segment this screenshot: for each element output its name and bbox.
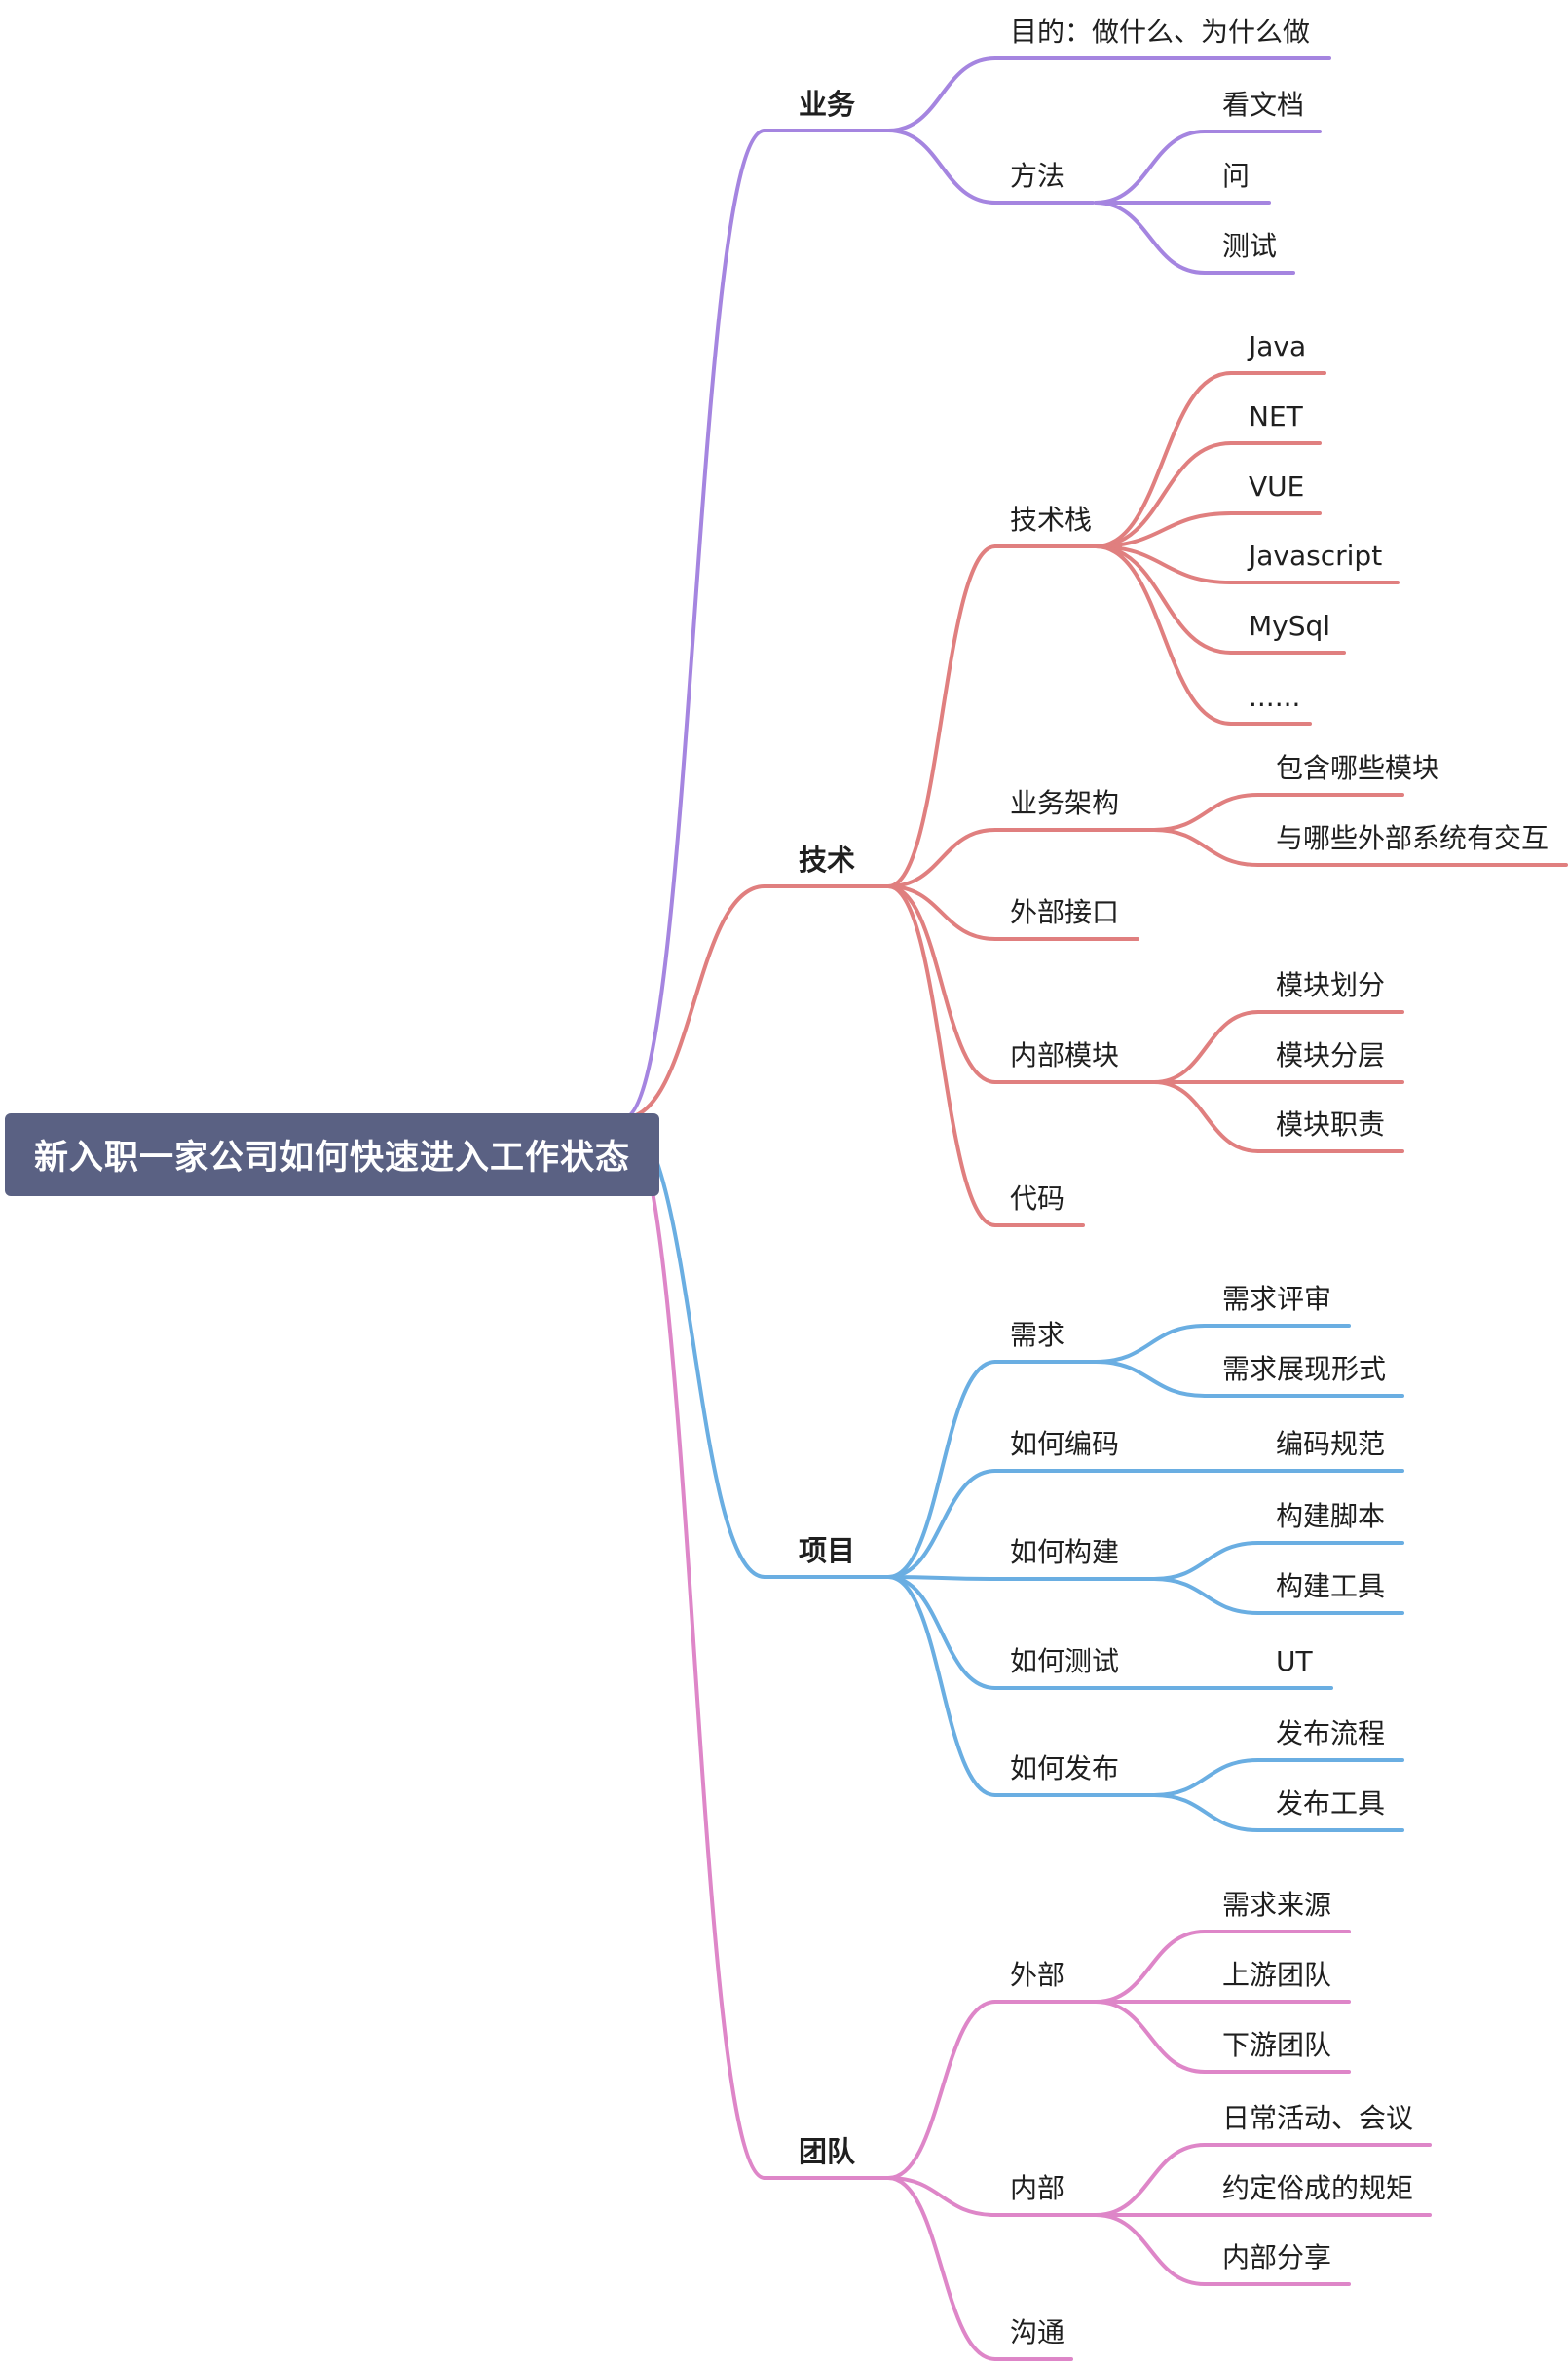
topic-node-1-3[interactable]: 内部模块 — [1010, 1039, 1120, 1071]
connector-topic-1-3-to-leaf-0 — [1152, 1010, 1260, 1084]
topic-node-1-1[interactable]: 业务架构 — [1010, 787, 1120, 819]
leaf-node-3-0-2[interactable]: 下游团队 — [1222, 2029, 1332, 2061]
connector-root-to-branch-3 — [621, 1116, 766, 2180]
topic-node-3-0[interactable]: 外部 — [1010, 1959, 1065, 1991]
connector-topic-1-3-to-leaf-2 — [1152, 1080, 1260, 1153]
connector-branch-1-to-topic-4 — [886, 884, 997, 1227]
connector-branch-2-to-topic-0 — [886, 1360, 997, 1579]
leaf-node-0-1-0[interactable]: 看文档 — [1222, 89, 1305, 121]
leaf-node-1-3-1[interactable]: 模块分层 — [1276, 1039, 1386, 1071]
connector-branch-2-to-topic-2 — [886, 1575, 997, 1581]
connector-branch-3-to-topic-0 — [886, 2000, 997, 2180]
leaf-node-2-4-1[interactable]: 发布工具 — [1276, 1787, 1386, 1820]
connector-branch-1-to-topic-3 — [886, 884, 997, 1084]
connector-topic-3-1-to-leaf-2 — [1094, 2213, 1207, 2286]
connector-topic-0-1-to-leaf-2 — [1094, 201, 1207, 275]
leaf-node-1-3-0[interactable]: 模块划分 — [1276, 969, 1386, 1001]
connector-branch-1-to-topic-0 — [886, 544, 997, 888]
connector-branch-2-to-topic-3 — [886, 1575, 997, 1690]
leaf-node-0-1-1[interactable]: 问 — [1222, 160, 1251, 192]
branch-node-0[interactable]: 业务 — [799, 88, 856, 121]
leaf-node-3-1-2[interactable]: 内部分享 — [1222, 2241, 1332, 2273]
leaf-node-3-1-1[interactable]: 约定俗成的规矩 — [1222, 2172, 1414, 2204]
branch-node-3[interactable]: 团队 — [799, 2135, 856, 2168]
leaf-node-1-0-4[interactable]: MySql — [1249, 610, 1331, 642]
leaf-node-1-3-2[interactable]: 模块职责 — [1276, 1108, 1386, 1141]
connector-topic-1-0-to-leaf-2 — [1094, 511, 1233, 548]
leaf-node-2-4-0[interactable]: 发布流程 — [1276, 1717, 1386, 1749]
connector-topic-3-0-to-leaf-0 — [1094, 1930, 1207, 2004]
leaf-node-2-3-0[interactable]: UT — [1276, 1645, 1313, 1677]
leaf-node-3-0-0[interactable]: 需求来源 — [1222, 1889, 1332, 1921]
connector-topic-2-2-to-leaf-0 — [1152, 1541, 1260, 1581]
connector-topic-3-0-to-leaf-2 — [1094, 2000, 1207, 2074]
leaf-node-2-0-0[interactable]: 需求评审 — [1222, 1283, 1332, 1315]
connector-branch-1-to-topic-2 — [886, 884, 997, 941]
branch-node-2[interactable]: 项目 — [799, 1534, 856, 1567]
topic-node-2-3[interactable]: 如何测试 — [1010, 1645, 1120, 1677]
connector-topic-1-1-to-leaf-1 — [1152, 828, 1260, 867]
topic-node-0-0[interactable]: 目的：做什么、为什么做 — [1010, 16, 1311, 48]
connector-branch-2-to-topic-1 — [886, 1469, 997, 1579]
connector-topic-2-0-to-leaf-1 — [1094, 1360, 1207, 1398]
connector-branch-1-to-topic-1 — [886, 828, 997, 888]
branch-node-1[interactable]: 技术 — [799, 844, 856, 877]
leaf-node-1-1-1[interactable]: 与哪些外部系统有交互 — [1276, 822, 1549, 854]
topic-node-0-1[interactable]: 方法 — [1010, 160, 1065, 192]
connector-topic-2-4-to-leaf-1 — [1152, 1793, 1260, 1832]
connector-topic-1-0-to-leaf-0 — [1094, 371, 1233, 548]
connector-branch-2-to-topic-4 — [886, 1575, 997, 1797]
topic-node-3-2[interactable]: 沟通 — [1010, 2316, 1065, 2348]
leaf-node-1-0-2[interactable]: VUE — [1249, 470, 1305, 503]
connector-topic-1-0-to-leaf-5 — [1094, 544, 1233, 726]
connector-root-to-branch-1 — [621, 884, 766, 1120]
connector-topic-0-1-to-leaf-0 — [1094, 130, 1207, 205]
topic-node-3-1[interactable]: 内部 — [1010, 2172, 1065, 2204]
topic-node-1-0[interactable]: 技术栈 — [1010, 504, 1093, 536]
connector-topic-1-0-to-leaf-4 — [1094, 544, 1233, 655]
leaf-node-1-0-1[interactable]: NET — [1249, 400, 1303, 432]
connector-topic-1-0-to-leaf-1 — [1094, 441, 1233, 548]
connector-branch-0-to-topic-1 — [886, 129, 997, 205]
leaf-node-1-0-5[interactable]: ...... — [1249, 681, 1301, 713]
topic-node-1-4[interactable]: 代码 — [1010, 1182, 1065, 1215]
leaf-node-3-1-0[interactable]: 日常活动、会议 — [1222, 2102, 1414, 2134]
leaf-node-1-0-3[interactable]: Javascript — [1249, 540, 1383, 572]
leaf-node-2-2-1[interactable]: 构建工具 — [1276, 1570, 1386, 1602]
topic-node-1-2[interactable]: 外部接口 — [1010, 896, 1120, 928]
topic-node-2-1[interactable]: 如何编码 — [1010, 1428, 1120, 1460]
connector-root-to-branch-0 — [621, 129, 766, 1120]
root-node[interactable]: 新入职一家公司如何快速进入工作状态 — [5, 1113, 659, 1196]
leaf-node-2-2-0[interactable]: 构建脚本 — [1276, 1500, 1386, 1532]
connector-branch-0-to-topic-0 — [886, 56, 997, 132]
leaf-node-3-0-1[interactable]: 上游团队 — [1222, 1959, 1332, 1991]
leaf-node-2-1-0[interactable]: 编码规范 — [1276, 1428, 1386, 1460]
leaf-node-1-0-0[interactable]: Java — [1249, 330, 1307, 362]
connector-branch-3-to-topic-1 — [886, 2176, 997, 2217]
connector-branch-3-to-topic-2 — [886, 2176, 997, 2361]
leaf-node-0-1-2[interactable]: 测试 — [1222, 230, 1278, 262]
connector-topic-1-1-to-leaf-0 — [1152, 793, 1260, 832]
leaf-node-2-0-1[interactable]: 需求展现形式 — [1222, 1353, 1387, 1385]
connector-topic-3-1-to-leaf-0 — [1094, 2143, 1207, 2217]
connector-topic-2-2-to-leaf-1 — [1152, 1577, 1260, 1615]
leaf-node-1-1-0[interactable]: 包含哪些模块 — [1276, 752, 1440, 784]
topic-node-2-2[interactable]: 如何构建 — [1010, 1536, 1120, 1568]
topic-node-2-0[interactable]: 需求 — [1010, 1319, 1065, 1351]
connector-topic-1-0-to-leaf-3 — [1094, 544, 1233, 584]
topic-node-2-4[interactable]: 如何发布 — [1010, 1752, 1120, 1784]
connector-topic-2-0-to-leaf-0 — [1094, 1324, 1207, 1364]
connector-topic-2-4-to-leaf-0 — [1152, 1758, 1260, 1797]
